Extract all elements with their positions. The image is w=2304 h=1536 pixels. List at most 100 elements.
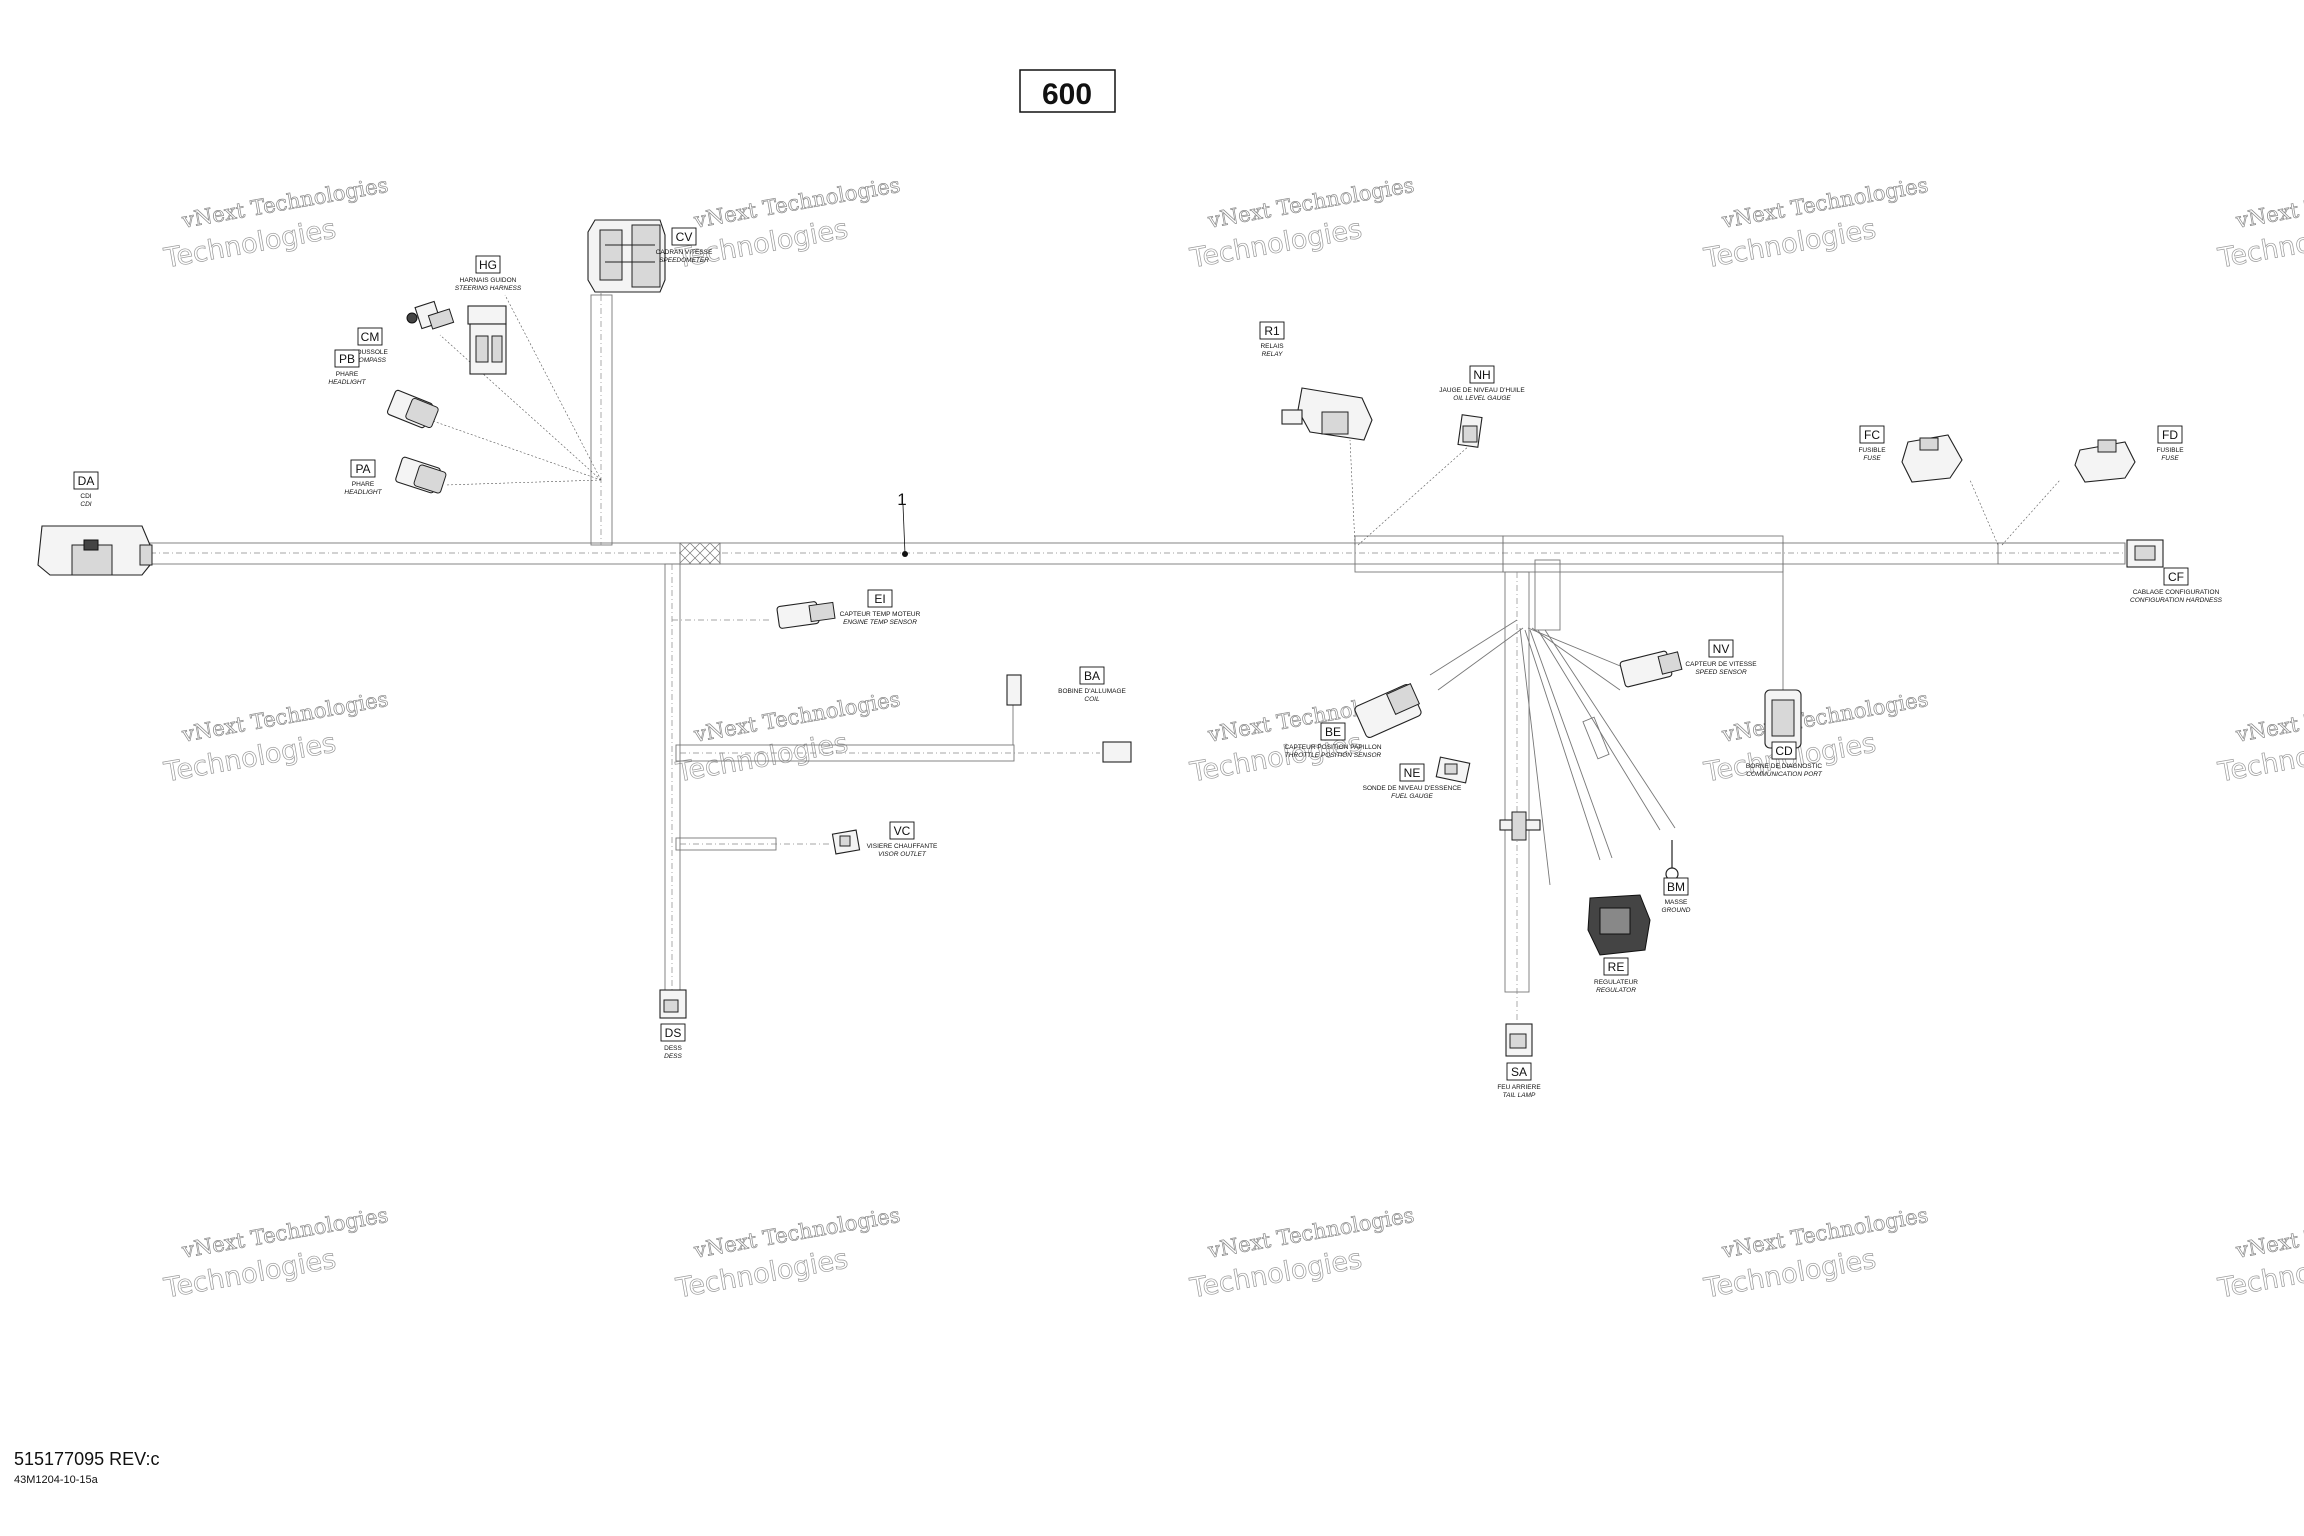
connector-name-fr: HARNAIS GUIDON <box>460 277 517 284</box>
harness-branch-rear <box>1349 439 2126 1020</box>
connector-code: CM <box>361 330 380 344</box>
label-badge-box <box>2157 425 2183 444</box>
connector-name-fr: JAUGE DE NIVEAU D'HUILE <box>1439 387 1525 394</box>
dess-connector-icon <box>659 989 687 1019</box>
label-badge-box <box>660 1023 686 1042</box>
harness-trunk: 1 <box>149 490 2126 565</box>
regulator-connector-icon <box>1587 894 1651 956</box>
label-badge-box <box>1506 1062 1532 1081</box>
connector-name-en: ENGINE TEMP SENSOR <box>843 619 917 626</box>
label-badge-box <box>671 227 697 246</box>
harness-branch-steering <box>590 255 613 546</box>
connector-name-fr: CABLAGE CONFIGURATION <box>2133 589 2220 596</box>
label-badge-box <box>1469 365 1495 384</box>
connector-name-en: HEADLIGHT <box>328 379 366 386</box>
label-badge-box <box>73 471 99 490</box>
connector-name-fr: PHARE <box>336 371 359 378</box>
compass-connector-icon <box>406 300 455 330</box>
visor-outlet-connector-icon <box>831 829 861 855</box>
connector-name-en: STEERING HARNESS <box>455 285 522 292</box>
leader-lines-left <box>429 294 602 486</box>
label-badge-box <box>1771 741 1797 760</box>
label-badge-box <box>1603 957 1629 976</box>
connector-code: BA <box>1084 669 1100 683</box>
diagnostic-port-connector-icon <box>1764 689 1802 749</box>
connector-name-fr: CAPTEUR TEMP MOTEUR <box>840 611 921 618</box>
cdi-module-icon <box>37 525 153 576</box>
label-badge-box <box>867 589 893 608</box>
connector-code: RE <box>1608 960 1625 974</box>
drawing-code: 43M1204-10-15a <box>14 1474 98 1486</box>
connector-name-en: CONFIGURATION HARDNESS <box>2130 597 2223 604</box>
label-badge-box <box>334 349 360 368</box>
connector-code: CD <box>1775 744 1793 758</box>
connector-name-fr: CADRAN VITESSE <box>656 249 713 256</box>
connector-code: DS <box>665 1026 682 1040</box>
connector-name-fr: SONDE DE NIVEAU D'ESSENCE <box>1363 785 1462 792</box>
watermark-line1: vNext Technologies <box>2233 1203 2304 1263</box>
steering-harness-connector-icon <box>467 305 507 375</box>
headlight-connector-icon <box>395 456 447 494</box>
connector-code: VC <box>894 824 911 838</box>
connector-code: EI <box>874 592 885 606</box>
harness-branch-dess <box>664 563 1100 995</box>
connector-name-en: COIL <box>1084 696 1100 703</box>
connector-name-fr: FUSIBLE <box>2156 447 2184 454</box>
fuse-holder-icon <box>2074 439 2136 483</box>
connector-code: R1 <box>1264 324 1280 338</box>
label-badge-box <box>350 459 376 478</box>
label-badge-box <box>1708 639 1734 658</box>
label-badge-box <box>475 255 501 274</box>
connector-name-en: OIL LEVEL GAUGE <box>1453 395 1511 402</box>
connector-name-fr: PHARE <box>352 481 375 488</box>
title-box-text: 600 <box>1042 78 1092 111</box>
connector-name-en: COMPASS <box>354 357 387 364</box>
connector-name-fr: BORNE DE DIAGNOSTIC <box>1746 763 1823 770</box>
item-number-label: 1 <box>897 490 906 509</box>
connector-name-fr: VISIERE CHAUFFANTE <box>867 843 938 850</box>
connector-code: HG <box>479 258 497 272</box>
connector-code: BE <box>1325 725 1341 739</box>
connector-code: CF <box>2168 570 2184 584</box>
title-box: 600 <box>1019 69 1116 113</box>
connector-name-en: TAIL LAMP <box>1503 1092 1536 1099</box>
connector-name-fr: DESS <box>664 1045 682 1052</box>
speedometer-connector-icon <box>587 219 666 293</box>
part-number: 515177095 REV:c <box>14 1449 160 1469</box>
configuration-harness-connector-icon <box>2126 539 2164 568</box>
connector-name-en: GROUND <box>1662 907 1691 914</box>
throttle-position-sensor-connector-icon <box>1354 683 1422 739</box>
connector-name-en: FUEL GAUGE <box>1391 793 1433 800</box>
connector-code: DA <box>78 474 95 488</box>
headlight-connector-icon <box>386 389 439 429</box>
connector-code: FC <box>1864 428 1880 442</box>
connector-name-fr: CAPTEUR DE VITESSE <box>1685 661 1757 668</box>
label-badge-box <box>1259 321 1285 340</box>
label-badge-box <box>1399 763 1425 782</box>
connector-code: PB <box>339 352 355 366</box>
